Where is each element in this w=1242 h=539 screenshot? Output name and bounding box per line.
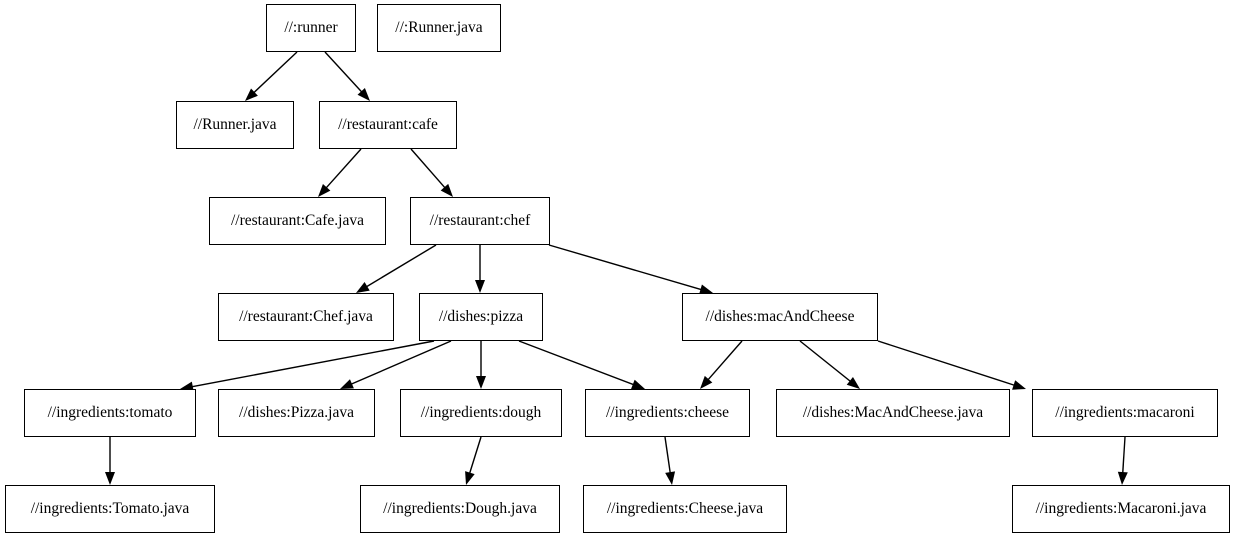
graph-node-runner[interactable]: //:runner: [266, 4, 356, 52]
graph-node-label: //dishes:pizza: [438, 308, 524, 326]
graph-node-label: //ingredients:Cheese.java: [606, 500, 764, 518]
graph-node-runner_java[interactable]: //Runner.java: [176, 101, 294, 149]
arrowhead-icon: [340, 379, 354, 389]
arrowhead-icon: [476, 376, 486, 389]
graph-node-restaurant_chef[interactable]: //restaurant:chef: [410, 197, 550, 245]
graph-node-cheese_java[interactable]: //ingredients:Cheese.java: [583, 485, 787, 533]
graph-node-ing_macaroni[interactable]: //ingredients:macaroni: [1032, 389, 1218, 437]
arrowhead-icon: [700, 375, 713, 389]
graph-node-label: //dishes:Pizza.java: [239, 404, 354, 422]
graph-edge-dishes_pizza-to-ing_tomato: [190, 340, 435, 388]
arrowhead-icon: [631, 379, 645, 390]
arrowhead-icon: [846, 376, 860, 389]
graph-node-label: //:runner: [284, 19, 338, 37]
graph-node-label: //:Runner.java: [395, 19, 483, 37]
graph-edge-ing_macaroni-to-macaroni_java: [1121, 436, 1126, 475]
graph-node-label: //ingredients:dough: [420, 404, 542, 422]
graph-node-label: //ingredients:macaroni: [1055, 404, 1195, 422]
graph-node-label: //restaurant:Cafe.java: [231, 212, 364, 230]
graph-node-dishes_pizza[interactable]: //dishes:pizza: [419, 293, 543, 341]
graph-node-ing_cheese[interactable]: //ingredients:cheese: [585, 389, 750, 437]
arrowhead-icon: [465, 471, 475, 485]
arrowhead-icon: [475, 280, 485, 293]
graph-node-label: //ingredients:tomato: [47, 404, 173, 422]
graph-edge-dishes_pizza-to-ing_cheese: [518, 340, 635, 386]
graph-edge-restaurant_cafe-to-cafe_java: [324, 148, 362, 190]
graph-node-chef_java[interactable]: //restaurant:Chef.java: [218, 293, 394, 341]
graph-edge-dishes_mac-to-mac_java: [799, 340, 852, 383]
graph-node-label: //ingredients:Dough.java: [383, 500, 537, 518]
graph-node-restaurant_cafe[interactable]: //restaurant:cafe: [319, 101, 457, 149]
graph-node-label: //restaurant:Chef.java: [239, 308, 373, 326]
graph-node-label: //dishes:MacAndCheese.java: [802, 404, 984, 422]
graph-edge-ing_dough-to-dough_java: [468, 436, 482, 475]
graph-node-pizza_java[interactable]: //dishes:Pizza.java: [218, 389, 375, 437]
graph-node-ing_tomato[interactable]: //ingredients:tomato: [24, 389, 196, 437]
graph-node-ing_dough[interactable]: //ingredients:dough: [400, 389, 562, 437]
arrowhead-icon: [105, 472, 115, 485]
graph-node-macaroni_java[interactable]: //ingredients:Macaroni.java: [1012, 485, 1230, 533]
graph-edge-runner-to-runner_java: [252, 51, 298, 94]
graph-edge-ing_cheese-to-cheese_java: [664, 436, 672, 475]
graph-node-dishes_mac[interactable]: //dishes:macAndCheese: [682, 293, 878, 341]
graph-node-label: //dishes:macAndCheese: [705, 308, 855, 326]
arrowhead-icon: [1117, 471, 1128, 485]
arrowhead-icon: [245, 88, 258, 101]
graph-node-label: //ingredients:cheese: [605, 404, 730, 422]
arrowhead-icon: [357, 88, 370, 101]
graph-node-tomato_java[interactable]: //ingredients:Tomato.java: [5, 485, 215, 533]
arrowhead-icon: [318, 183, 331, 197]
arrowhead-icon: [440, 183, 453, 197]
arrowhead-icon: [1012, 380, 1026, 390]
graph-node-runner_java_root[interactable]: //:Runner.java: [377, 4, 501, 52]
graph-edge-dishes_mac-to-ing_cheese: [706, 340, 743, 382]
graph-edge-dishes_pizza-to-pizza_java: [349, 340, 452, 386]
graph-node-label: //ingredients:Tomato.java: [30, 500, 190, 518]
graph-edge-restaurant_cafe-to-restaurant_chef: [410, 148, 447, 190]
graph-node-label: //Runner.java: [193, 116, 277, 134]
graph-edge-restaurant_chef-to-chef_java: [365, 244, 437, 288]
graph-node-label: //ingredients:Macaroni.java: [1035, 500, 1207, 518]
graph-edge-dishes_mac-to-ing_macaroni: [877, 340, 1016, 387]
arrowhead-icon: [356, 282, 370, 293]
graph-edge-runner-to-restaurant_cafe: [324, 51, 364, 94]
graph-node-label: //restaurant:cafe: [338, 116, 438, 134]
graph-edge-restaurant_chef-to-dishes_mac: [548, 244, 703, 291]
graph-node-mac_java[interactable]: //dishes:MacAndCheese.java: [776, 389, 1010, 437]
arrowhead-icon: [665, 471, 676, 485]
graph-node-label: //restaurant:chef: [429, 212, 531, 230]
graph-node-cafe_java[interactable]: //restaurant:Cafe.java: [209, 197, 386, 245]
graph-node-dough_java[interactable]: //ingredients:Dough.java: [360, 485, 560, 533]
